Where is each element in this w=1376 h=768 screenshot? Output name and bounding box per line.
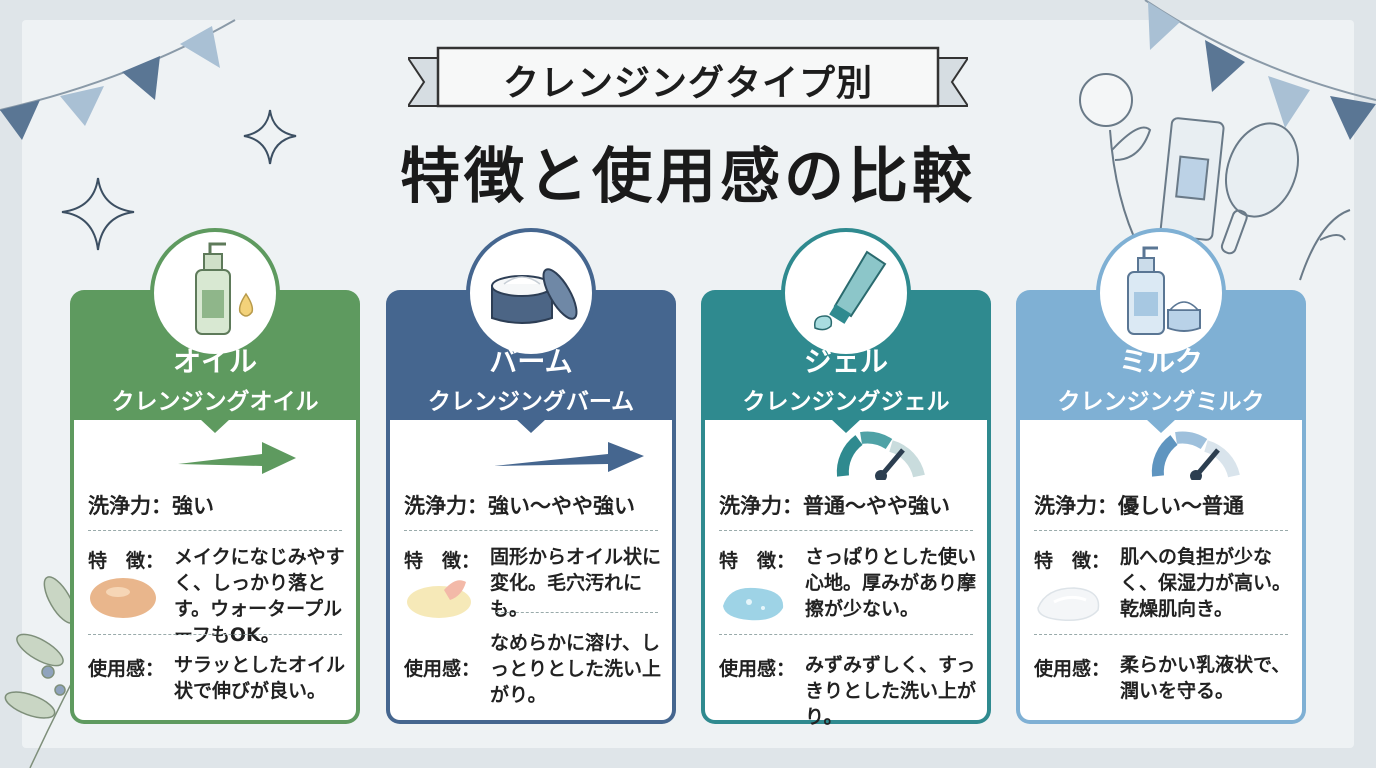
usage-text: みずみずしく、すっきりとした洗い上がり。 bbox=[805, 654, 977, 728]
type-name: バーム bbox=[489, 345, 573, 378]
feature-label: 特 徴： bbox=[1034, 550, 1111, 572]
usage-text: なめらかに溶け、しっとりとした洗い上がり。 bbox=[490, 632, 662, 706]
divider bbox=[719, 634, 973, 635]
cleansing-power: 洗浄力：強い bbox=[88, 494, 214, 518]
cleansing-power: 洗浄力：普通〜やや強い bbox=[719, 494, 950, 518]
feature-label: 特 徴： bbox=[88, 550, 165, 572]
type-name: オイル bbox=[172, 345, 257, 378]
type-full-name: クレンジングオイル bbox=[111, 389, 319, 415]
divider bbox=[719, 530, 973, 531]
usage-label: 使用感： bbox=[1034, 658, 1111, 680]
cleansing-power: 洗浄力：強い〜やや強い bbox=[404, 494, 635, 518]
feature-text: 固形からオイル状に変化。毛穴汚れにも。 bbox=[490, 546, 662, 620]
usage-label: 使用感： bbox=[88, 658, 165, 680]
strength-gauge-icon bbox=[1151, 431, 1240, 480]
header-banner: クレンジングタイプ別 bbox=[408, 44, 968, 108]
strength-gauge-icon bbox=[836, 431, 925, 480]
strength-arrow-icon bbox=[178, 442, 296, 474]
divider bbox=[1034, 530, 1288, 531]
type-full-name: クレンジングミルク bbox=[1057, 389, 1265, 415]
type-full-name: クレンジングジェル bbox=[742, 389, 950, 415]
gel-texture-icon bbox=[723, 587, 784, 621]
banner-title: クレンジングタイプ別 bbox=[502, 63, 873, 104]
usage-text: サラッとしたオイル状で伸びが良い。 bbox=[174, 654, 346, 702]
divider bbox=[88, 530, 342, 531]
feature-text: メイクになじみやすく、しっかり落とす。ウォータープルーフもOK。 bbox=[174, 546, 345, 646]
feature-label: 特 徴： bbox=[404, 550, 481, 572]
card-milk: ミルク クレンジングミルク 洗浄力：優しい〜普通 特 徴： 肌への負担が少なく、… bbox=[1016, 228, 1306, 724]
milk-bottle-icon bbox=[1096, 228, 1226, 358]
divider bbox=[496, 612, 658, 613]
ribbon-icon bbox=[408, 46, 968, 108]
card-balm: バーム クレンジングバーム 洗浄力：強い〜やや強い 特 徴： 固形からオイル状に… bbox=[386, 228, 676, 724]
divider bbox=[1034, 634, 1288, 635]
type-name: ジェル bbox=[803, 345, 888, 378]
cleansing-power: 洗浄力：優しい〜普通 bbox=[1034, 494, 1244, 518]
card-oil: オイル クレンジングオイル 洗浄力：強い 特 徴： メイクになじみやすく、しっか… bbox=[70, 228, 360, 724]
strength-arrow-icon bbox=[494, 442, 644, 472]
usage-label: 使用感： bbox=[719, 658, 796, 680]
divider bbox=[88, 634, 342, 635]
usage-text: 柔らかい乳液状で、潤いを守る。 bbox=[1120, 654, 1291, 702]
feature-text: 肌への負担が少なく、保湿力が高い。乾燥肌向き。 bbox=[1120, 546, 1292, 620]
oil-bottle-icon bbox=[150, 228, 280, 358]
balm-texture-icon bbox=[407, 580, 471, 618]
page-title: 特徴と使用感の比較 bbox=[400, 142, 976, 212]
type-name: ミルク bbox=[1118, 345, 1203, 378]
milk-texture-icon bbox=[1037, 587, 1100, 622]
type-full-name: クレンジングバーム bbox=[427, 389, 635, 415]
feature-text: さっぱりとした使い心地。厚みがあり摩擦が少ない。 bbox=[805, 546, 977, 620]
card-gel: ジェル クレンジングジェル 洗浄力：普通〜やや強い 特 徴： さっぱりとした使い… bbox=[701, 228, 991, 728]
feature-label: 特 徴： bbox=[719, 550, 796, 572]
gel-tube-icon bbox=[781, 228, 911, 358]
oil-texture-icon bbox=[90, 578, 156, 618]
usage-label: 使用感： bbox=[404, 658, 481, 680]
balm-jar-icon bbox=[466, 228, 596, 358]
divider bbox=[404, 530, 658, 531]
